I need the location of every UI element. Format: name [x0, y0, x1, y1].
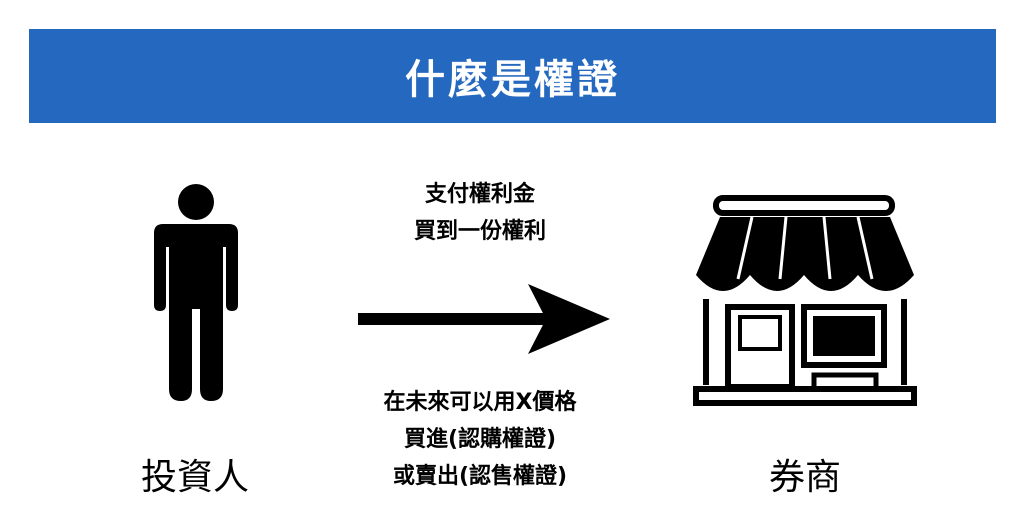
caption-line: 在未來可以用X價格: [383, 390, 577, 415]
arrow-right-icon: [358, 284, 610, 354]
caption-line: 買進(認購權證): [403, 427, 557, 452]
storefront-icon: [693, 195, 917, 406]
title-bar: 什麼是權證: [29, 29, 996, 123]
diagram-title: 什麼是權證: [405, 57, 620, 103]
investor-label: 投資人: [140, 457, 249, 498]
caption-line: 或賣出(認售權證): [392, 464, 568, 489]
broker-label: 券商: [768, 457, 841, 498]
edge-caption-below: 在未來可以用X價格 買進(認購權證) 或賣出(認售權證): [330, 384, 630, 495]
edge-caption-above: 支付權利金 買到一份權利: [340, 176, 620, 250]
caption-line: 支付權利金: [424, 182, 535, 207]
caption-line: 買到一份權利: [413, 219, 546, 244]
person-icon: [154, 184, 238, 401]
